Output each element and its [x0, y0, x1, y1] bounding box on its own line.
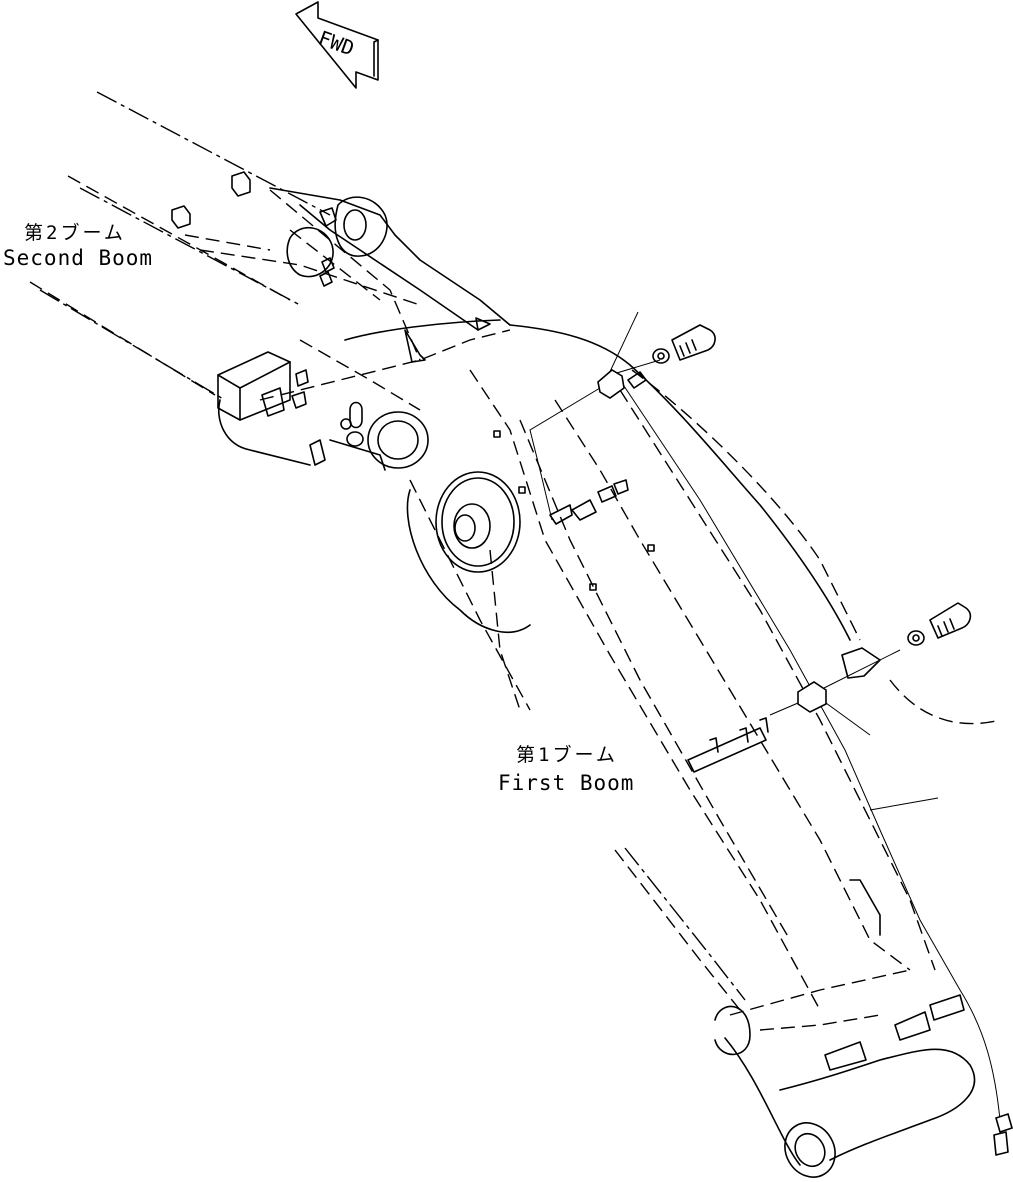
- wiring-harness: [529, 311, 1001, 1121]
- bolt-icon: [671, 324, 716, 361]
- washer-icon: [907, 630, 925, 646]
- bolt-icon: [929, 602, 972, 639]
- clip-icon: [797, 681, 827, 713]
- connector-icon: [993, 1112, 1013, 1156]
- first-boom-label-en: First Boom: [498, 771, 635, 795]
- boom-joint: [218, 187, 511, 471]
- second-boom-label-jp: 第2ブーム: [24, 222, 126, 244]
- second-boom-label-en: Second Boom: [3, 246, 154, 270]
- first-boom-label-jp: 第1ブーム: [516, 744, 618, 766]
- forward-arrow-icon: FWD: [295, 1, 379, 89]
- clip-icon: [597, 369, 647, 399]
- washer-icon: [652, 348, 670, 364]
- first-boom: [406, 324, 1001, 1178]
